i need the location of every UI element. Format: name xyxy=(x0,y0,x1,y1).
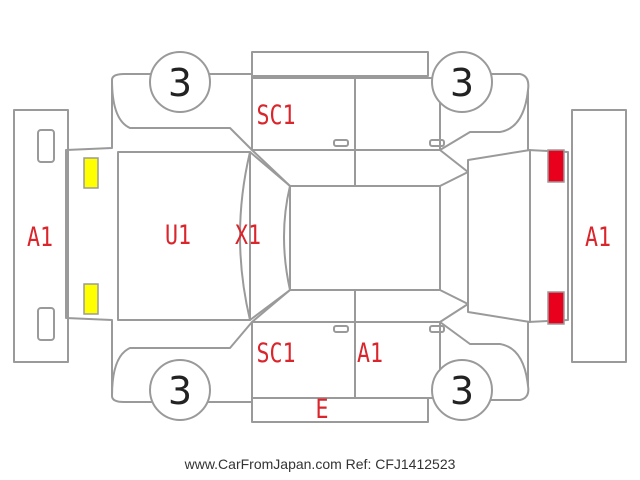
roof-code: U1 xyxy=(164,220,192,251)
wheel-front-top: 3 xyxy=(149,51,211,113)
top-step xyxy=(251,51,429,77)
headlight-bottom xyxy=(83,283,99,315)
headlight-top xyxy=(83,157,99,189)
rear-bumper-code: A1 xyxy=(584,222,612,253)
roof xyxy=(283,185,441,291)
taillight-top xyxy=(547,149,565,183)
wheel-front-top-grade: 3 xyxy=(168,61,192,105)
wheel-front-bottom-grade: 3 xyxy=(168,369,192,413)
right-step-code: E xyxy=(315,394,329,425)
bottom-step xyxy=(251,397,429,423)
front-bumper xyxy=(13,109,69,363)
windshield xyxy=(239,151,291,321)
wheel-rear-top-grade: 3 xyxy=(450,61,474,105)
right-sill-code: SC1 xyxy=(256,338,296,369)
left-sill-code: SC1 xyxy=(256,100,296,131)
wheel-rear-bottom-grade: 3 xyxy=(450,369,474,413)
windshield-code: X1 xyxy=(234,220,262,251)
footer-ref: Ref: CFJ1412523 xyxy=(345,456,456,472)
front-bumper-slot-top xyxy=(37,129,55,163)
rear-right-door-code: A1 xyxy=(356,338,384,369)
rear-bumper xyxy=(571,109,627,363)
wheel-rear-bottom: 3 xyxy=(431,359,493,421)
footer-site: www.CarFromJapan.com xyxy=(184,456,342,472)
rear-window xyxy=(439,171,469,305)
taillight-bottom xyxy=(547,291,565,325)
front-bumper-code: A1 xyxy=(26,222,54,253)
wheel-front-bottom: 3 xyxy=(149,359,211,421)
tailgate xyxy=(467,149,531,323)
front-bumper-slot-bottom xyxy=(37,307,55,341)
wheel-rear-top: 3 xyxy=(431,51,493,113)
body-outline xyxy=(65,73,569,403)
source-footer: www.CarFromJapan.com Ref: CFJ1412523 xyxy=(0,456,640,472)
